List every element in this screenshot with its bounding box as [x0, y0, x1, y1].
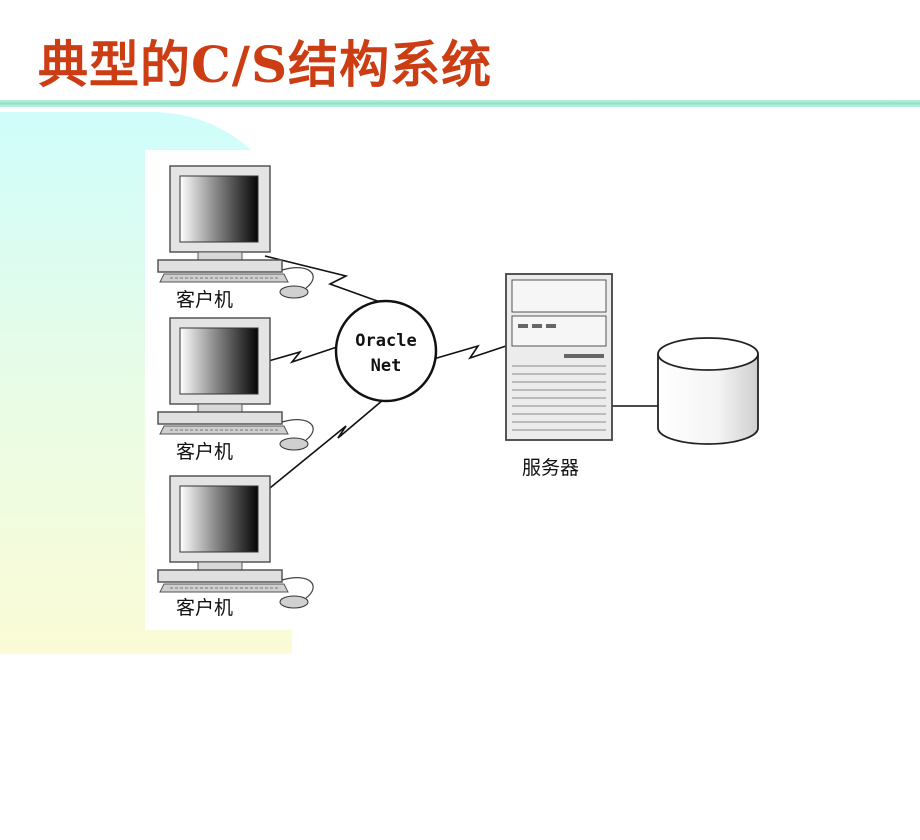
cs-architecture-diagram: 客户机 客户机 客户机 Oracle Net 服务器 [145, 150, 780, 630]
server-label: 服务器 [522, 457, 579, 479]
oracle-net-node: Oracle Net [334, 299, 438, 403]
client-computer-1 [157, 165, 314, 299]
client-link-3 [264, 393, 391, 493]
client-label-3: 客户机 [176, 597, 233, 619]
client-computer-2 [157, 317, 314, 451]
client-link-2 [264, 345, 341, 364]
slide-title: 典型的C/S结构系统 [38, 35, 493, 94]
client-link-1 [264, 255, 381, 303]
oracle-net-line2: Net [371, 356, 402, 376]
band-footer [145, 628, 292, 654]
client-computer-3 [157, 475, 314, 609]
client-label-1: 客户机 [176, 289, 233, 311]
title-underline [0, 100, 920, 107]
oracle-net-line1: Oracle [355, 331, 416, 351]
server-tower [505, 273, 613, 441]
server-link [429, 344, 507, 361]
database-cylinder [657, 337, 759, 445]
client-label-2: 客户机 [176, 441, 233, 463]
